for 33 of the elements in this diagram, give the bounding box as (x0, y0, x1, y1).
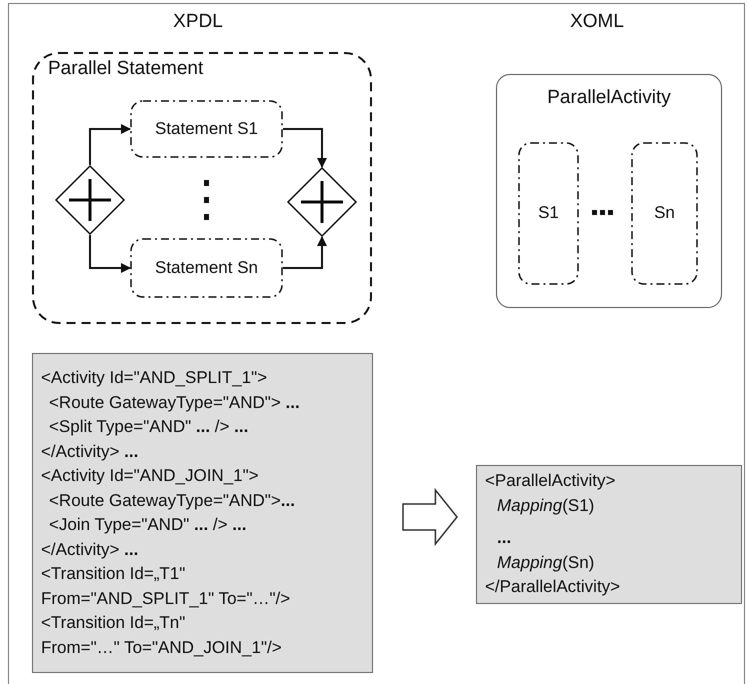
code-line: </Activity> ... (41, 538, 138, 560)
arrow (89, 124, 131, 165)
code-line: <Transition Id=„Tn" (41, 612, 186, 634)
code-line: <Route GatewayType="AND">... (48, 490, 295, 512)
node-label: S1 (538, 203, 559, 224)
code-line: Mapping(S1) (496, 494, 594, 517)
code-listing-box (32, 353, 373, 673)
code-line: From="AND_SPLIT_1" To="…"/> (41, 588, 290, 610)
code-line: <Split Type="AND" ... /> ... (48, 416, 248, 438)
code-line: <Route GatewayType="AND"> ... (48, 392, 300, 414)
transformation-block-arrow (402, 488, 458, 546)
arrow (283, 236, 327, 269)
code-line: Mapping(Sn) (496, 552, 594, 574)
parallel-activity-container (496, 74, 722, 308)
code-line: <ParallelActivity> (485, 470, 616, 492)
code-line: <Activity Id="AND_SPLIT_1"> (41, 367, 268, 389)
code-line: <Activity Id="AND_JOIN_1"> (41, 465, 259, 487)
code-line: ... (496, 527, 512, 550)
node-label: Parallel Statement (48, 58, 204, 81)
code-listing-box (476, 465, 742, 604)
code-line: From="…" To="AND_JOIN_1"/> (41, 636, 282, 658)
code-line: <Transition Id=„T1" (41, 563, 186, 585)
column-heading: XOML (570, 11, 624, 33)
node-label: Statement Sn (154, 258, 258, 278)
column-heading: XPDL (173, 11, 223, 33)
node-label: ParallelActivity (547, 87, 671, 110)
node-label: Sn (654, 203, 675, 224)
code-line: </Activity> ... (41, 440, 138, 462)
code-line: <Join Type="AND" ... /> ... (48, 514, 246, 536)
arrow (89, 235, 131, 273)
code-line: </ParallelActivity> (485, 576, 620, 598)
arrow (283, 128, 327, 168)
node-label: Statement S1 (154, 118, 258, 140)
